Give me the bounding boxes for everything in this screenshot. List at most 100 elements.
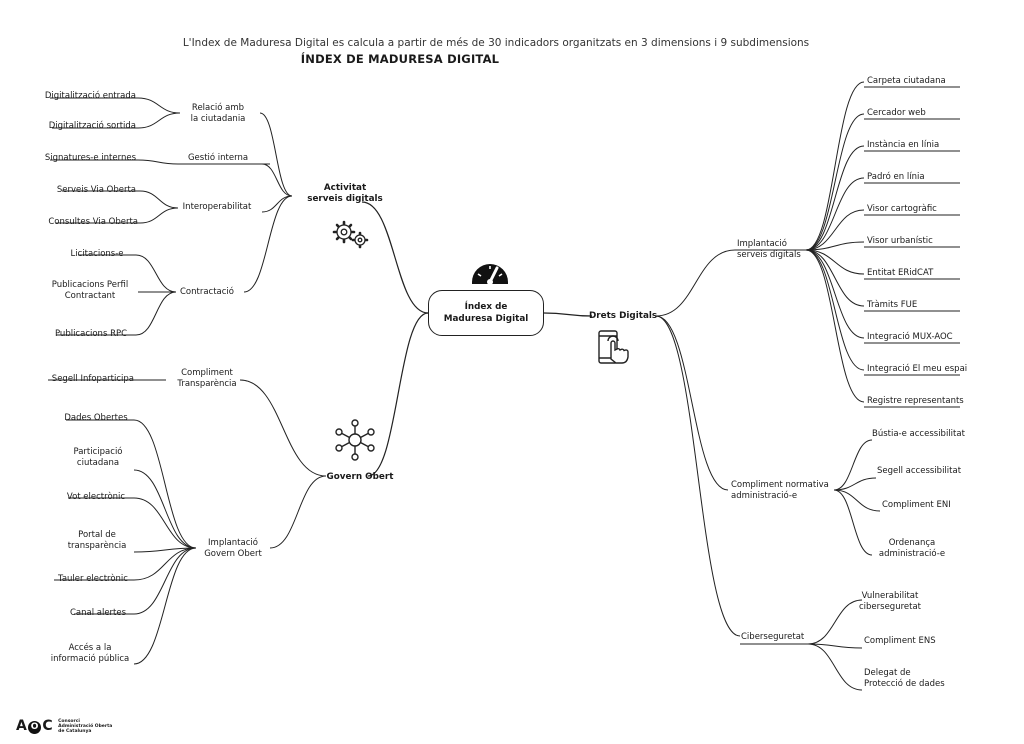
connector-line (137, 97, 181, 114)
item-label: Integració MUX-AOC (867, 332, 953, 342)
item-label: Digitalització entrada (44, 91, 136, 101)
connector-line (805, 249, 865, 403)
connector-line (133, 547, 197, 581)
item-label: Serveis Via Oberta (56, 185, 136, 195)
subdim-implantacio-go-label: Implantació Govern Obert (204, 538, 262, 559)
connector-line (805, 145, 865, 251)
connector-line (261, 163, 293, 197)
connector-line (833, 489, 881, 512)
connector-line (655, 249, 736, 317)
item-label: Cercador web (867, 108, 926, 118)
aoc-logo-text: Consorci Administració Oberta de Catalun… (58, 718, 113, 734)
page-subtitle: L'Index de Maduresa Digital es calcula a… (182, 37, 810, 49)
connector-line (367, 312, 429, 477)
connector-line (833, 477, 877, 491)
subdim-ciber-label: Ciberseguretat (741, 632, 805, 642)
item-label: Dades Obertes (64, 413, 128, 423)
gears-icon (332, 220, 369, 249)
connector-line (805, 241, 865, 251)
connector-line (133, 547, 197, 665)
connector-line (261, 195, 293, 213)
item-label: Ordenança administració-e (878, 538, 946, 559)
item-label: Accés a la informació pública (50, 643, 130, 664)
connector-line (805, 249, 865, 275)
subdim-interop-label: Interoperabilitat (182, 202, 252, 212)
connector-line (361, 201, 429, 314)
item-label: Signatures-e internes (44, 153, 136, 163)
connector-line (655, 315, 741, 637)
connector-line (543, 312, 593, 317)
item-label: Registre representants (867, 396, 964, 406)
connector-line (135, 254, 177, 293)
connector-line (655, 315, 729, 491)
connector-line (805, 209, 865, 251)
connector-line (805, 249, 865, 307)
item-label: Carpeta ciutadana (867, 76, 946, 86)
item-label: Publicacions Perfil Contractant (51, 280, 129, 301)
connector-line (807, 599, 863, 645)
subdim-contractacio-label: Contractació (179, 287, 234, 297)
page-title: ÍNDEX DE MADURESA DIGITAL (300, 52, 500, 66)
item-label: Compliment ENI (882, 500, 951, 510)
connector-line (805, 249, 865, 371)
connector-line (807, 643, 863, 691)
subdim-gestio-label: Gestió interna (187, 153, 249, 163)
connector-line (805, 113, 865, 251)
connector-line (133, 497, 197, 549)
item-label: Segell Infoparticipa (51, 374, 134, 384)
item-label: Segell accessibilitat (877, 466, 962, 476)
item-label: Vulnerabilitat ciberseguretat (858, 591, 921, 612)
connector-line (833, 439, 873, 491)
item-label: Publicacions RPC (54, 329, 128, 339)
subdim-normativa-label: Compliment normativa administració-e (731, 480, 829, 501)
subdim-transparencia-label: Compliment Transparència (177, 368, 237, 389)
connector-line (133, 469, 197, 549)
connector-line (259, 112, 293, 197)
connector-line (133, 419, 197, 549)
connector-line (137, 112, 181, 129)
connector-line (805, 177, 865, 251)
connector-line (805, 81, 865, 251)
item-label: Bústia-e accessibilitat (872, 429, 965, 439)
item-label: Visor urbanístic (867, 236, 933, 246)
item-label: Entitat ERidCAT (867, 268, 934, 278)
dimension-drets-label: Drets Digitals (589, 311, 658, 321)
item-label: Tràmits FUE (867, 300, 918, 310)
gauge-icon (472, 264, 508, 285)
subdim-implantacio-sd-label: Implantació serveis digitals (737, 239, 801, 260)
item-label: Licitacions-e (70, 249, 124, 259)
connector-line (135, 291, 177, 336)
dimension-govern-label: Govern Obert (326, 472, 394, 482)
connector-line (139, 190, 179, 209)
item-label: Integració El meu espai (867, 364, 968, 374)
connector-line (239, 379, 327, 477)
item-label: Digitalització sortida (48, 121, 136, 131)
connector-line (807, 643, 863, 649)
item-label: Padró en línia (867, 172, 925, 182)
center-node: Índex de Maduresa Digital (428, 290, 544, 336)
network-icon (335, 419, 375, 461)
subdim-relacio-label: Relació amb la ciutadania (190, 103, 246, 124)
connector-line (137, 159, 179, 165)
touch-phone-icon (598, 330, 629, 364)
connector-line (269, 475, 327, 549)
item-label: Vot electrònic (66, 492, 126, 502)
connector-line (139, 207, 179, 224)
item-label: Participació ciutadana (73, 447, 123, 468)
item-label: Delegat de Protecció de dades (864, 668, 945, 689)
connector-line (243, 195, 293, 293)
dimension-activitat-label: Activitat serveis digitals (307, 183, 383, 204)
connector-line (133, 547, 197, 553)
item-label: Visor cartogràfic (867, 204, 937, 214)
item-label: Compliment ENS (864, 636, 936, 646)
item-label: Canal alertes (69, 608, 127, 618)
item-label: Portal de transparència (67, 530, 127, 551)
item-label: Instància en línia (867, 140, 940, 150)
item-label: Tauler electrònic (58, 574, 128, 584)
connector-line (833, 489, 873, 556)
item-label: Consultes Via Oberta (48, 217, 138, 227)
